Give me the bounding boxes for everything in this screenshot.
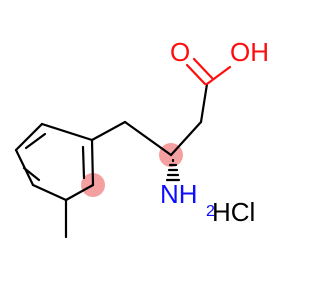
hydroxyl-label: OH: [230, 37, 269, 67]
ch2-to-carboxyl-bond: [199, 82, 209, 124]
amine-label: NH: [160, 179, 198, 209]
hcl-label: HCl: [212, 197, 255, 227]
benzyl-bond: [90, 120, 127, 142]
stereocenter-to-ch2-bond: [169, 120, 203, 157]
hashed-wedge-bond: [165, 158, 181, 182]
amine-subscript: 2: [206, 203, 215, 220]
carbonyl-double-bond-a: [185, 63, 207, 86]
structure-canvas: O OH NH 2 HCl: [14, 37, 269, 239]
ch2-to-stereocenter-bond: [123, 120, 173, 157]
benzene-ring: [14, 122, 95, 202]
carbonyl-double-bond-b: [192, 57, 214, 80]
molecule-drawing: O OH NH 2 HCl: [14, 37, 269, 239]
carbonyl-oxygen-label: O: [170, 37, 190, 67]
hydroxyl-bond: [205, 65, 232, 86]
